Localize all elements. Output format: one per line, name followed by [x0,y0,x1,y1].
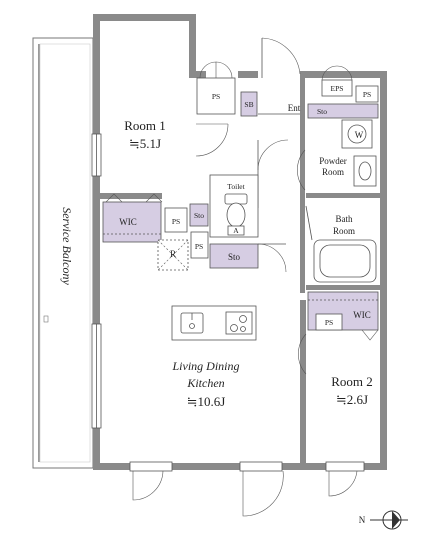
bath-room: Bath Room [305,198,380,285]
wic-left-area: WIC PS Sto R PS [102,193,209,271]
windows-left [91,133,102,429]
storage-below-toilet-label: Sto [228,252,241,262]
pipe-space-wic-b [190,231,209,259]
eps-label: EPS [331,84,344,93]
wic-left-label: WIC [119,217,137,227]
refrigerator-label: R [170,249,176,259]
toilet-a-label: A [233,226,239,235]
entrance-label: Ent [288,103,301,113]
living-dining-kitchen: Living Dining Kitchen ≒10.6J [171,305,257,409]
north-arrow-label: N [359,515,366,525]
ldk-name-line2: Kitchen [186,376,224,390]
storage-entry [189,203,209,227]
storage-powder-label: Sto [317,107,327,116]
entrance-area: PS SB Ent [195,37,301,208]
shoe-box [240,91,258,117]
ldk-name-line1: Living Dining [171,359,239,373]
powder-room-line1: Powder [319,156,347,166]
storage-powder [307,103,379,119]
toilet-room: Toilet A Sto [209,174,287,273]
bath-room-line1: Bath [336,214,353,224]
room-2-area: WIC PS Room 2 ≒2.6J [298,291,379,407]
wic-right-label: WIC [353,310,371,320]
bath-room-line2: Room [333,226,355,236]
room-1-name: Room 1 [124,118,166,133]
room-1-area: ≒5.1J [129,136,161,151]
service-balcony-label: Service Balcony [60,207,74,285]
kitchen-stove [225,311,253,335]
storage-below-toilet [209,243,259,269]
toilet-label: Toilet [227,182,245,191]
washer-label: W [355,130,364,140]
service-balcony: Service Balcony [32,37,94,469]
storage-entry-label: Sto [194,211,204,220]
pipe-space-room2-label: PS [325,318,333,327]
pipe-space-eps-side [355,85,379,103]
pipe-space-room2 [315,313,343,331]
wic-left [102,201,162,243]
pipe-space-wic-b-label: PS [195,242,203,251]
north-arrow: N [359,510,408,530]
utility-block: EPS PS Sto W Powder Room [297,65,379,191]
pipe-space-wic-a-label: PS [172,217,180,226]
shoe-box-label: SB [244,100,253,109]
eps-box [321,79,353,97]
pipe-space-wic-a [164,207,188,233]
room-2-name: Room 2 [331,374,373,389]
pipe-space-eps-side-label: PS [363,90,371,99]
room-2-area: ≒2.6J [336,392,368,407]
room-1: Room 1 ≒5.1J [124,118,166,151]
pipe-space-top [196,77,236,115]
pipe-space-top-label: PS [212,92,220,101]
ldk-area: ≒10.6J [187,394,226,409]
bathtub [313,239,377,283]
windows-bottom [129,461,365,517]
powder-room-line2: Room [322,167,344,177]
